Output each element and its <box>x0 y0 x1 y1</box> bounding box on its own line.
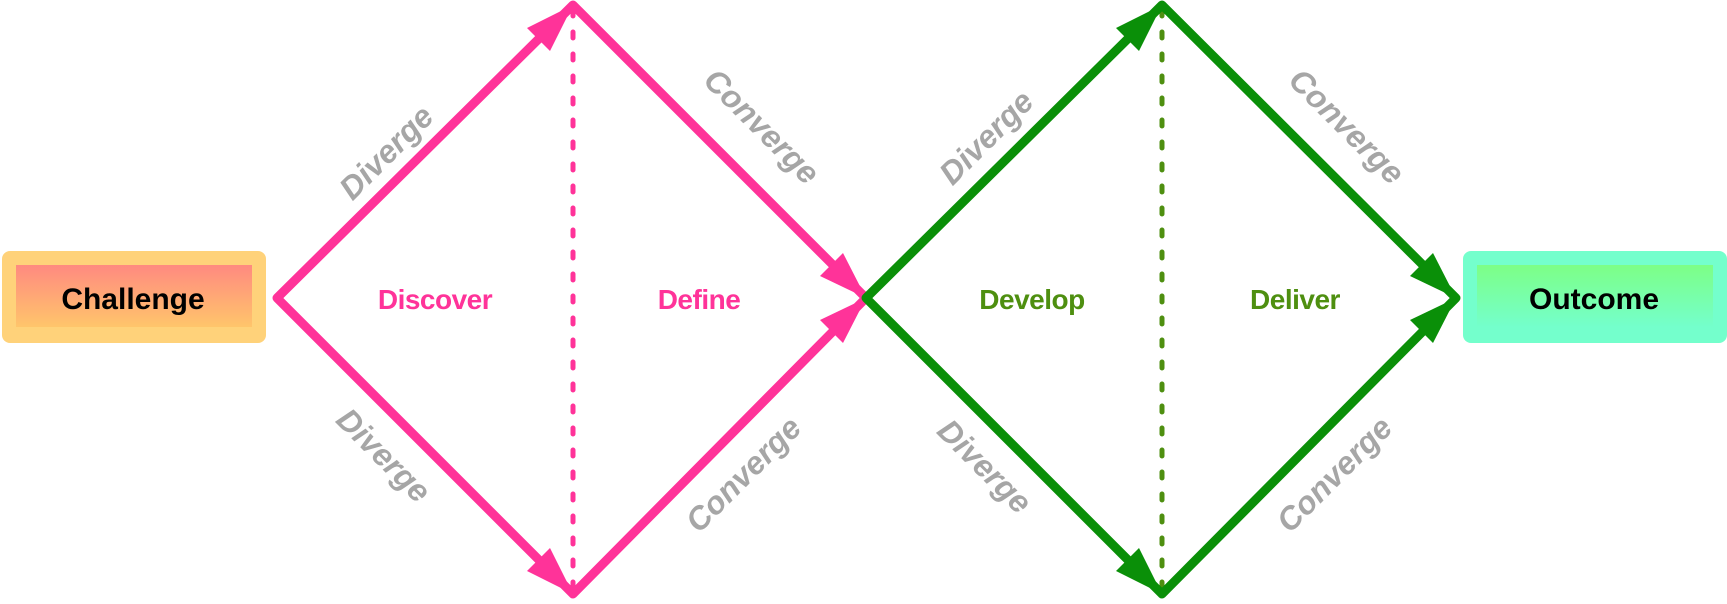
diamond-develop-deliver <box>861 0 1461 599</box>
diamond-1-arrow-right-lower <box>820 298 866 343</box>
edge-label-d2-upper-right: Converge <box>1282 61 1412 191</box>
phase-develop: Develop <box>979 284 1084 315</box>
outcome-label: Outcome <box>1529 283 1659 316</box>
challenge-box-inner <box>16 265 252 327</box>
diamond-2-arrow-top <box>1116 5 1162 51</box>
phase-deliver: Deliver <box>1250 284 1340 315</box>
diamond-2-arrow-right-upper <box>1410 253 1456 298</box>
outcome-node: Outcome <box>1463 251 1727 343</box>
edge-label-d1-upper-right: Converge <box>697 61 827 191</box>
outcome-box-inner <box>1477 265 1713 327</box>
diamond-1-arrow-top <box>527 5 573 51</box>
challenge-label: Challenge <box>61 283 204 316</box>
diamond-discover-define <box>272 0 871 599</box>
edge-label-d1-lower-left: Diverge <box>330 401 438 509</box>
diamond-2-arrow-bottom <box>1116 548 1162 594</box>
diamond-1-arrow-right-upper <box>820 253 866 298</box>
diamond-2-arrow-right-lower <box>1410 298 1456 343</box>
diamond-1-arrow-bottom <box>527 548 573 594</box>
phase-discover: Discover <box>378 284 493 315</box>
edge-label-d2-lower-left: Diverge <box>931 412 1039 520</box>
challenge-node: Challenge <box>2 251 266 343</box>
edge-label-d2-lower-right: Converge <box>1269 409 1399 539</box>
phase-define: Define <box>658 284 741 315</box>
